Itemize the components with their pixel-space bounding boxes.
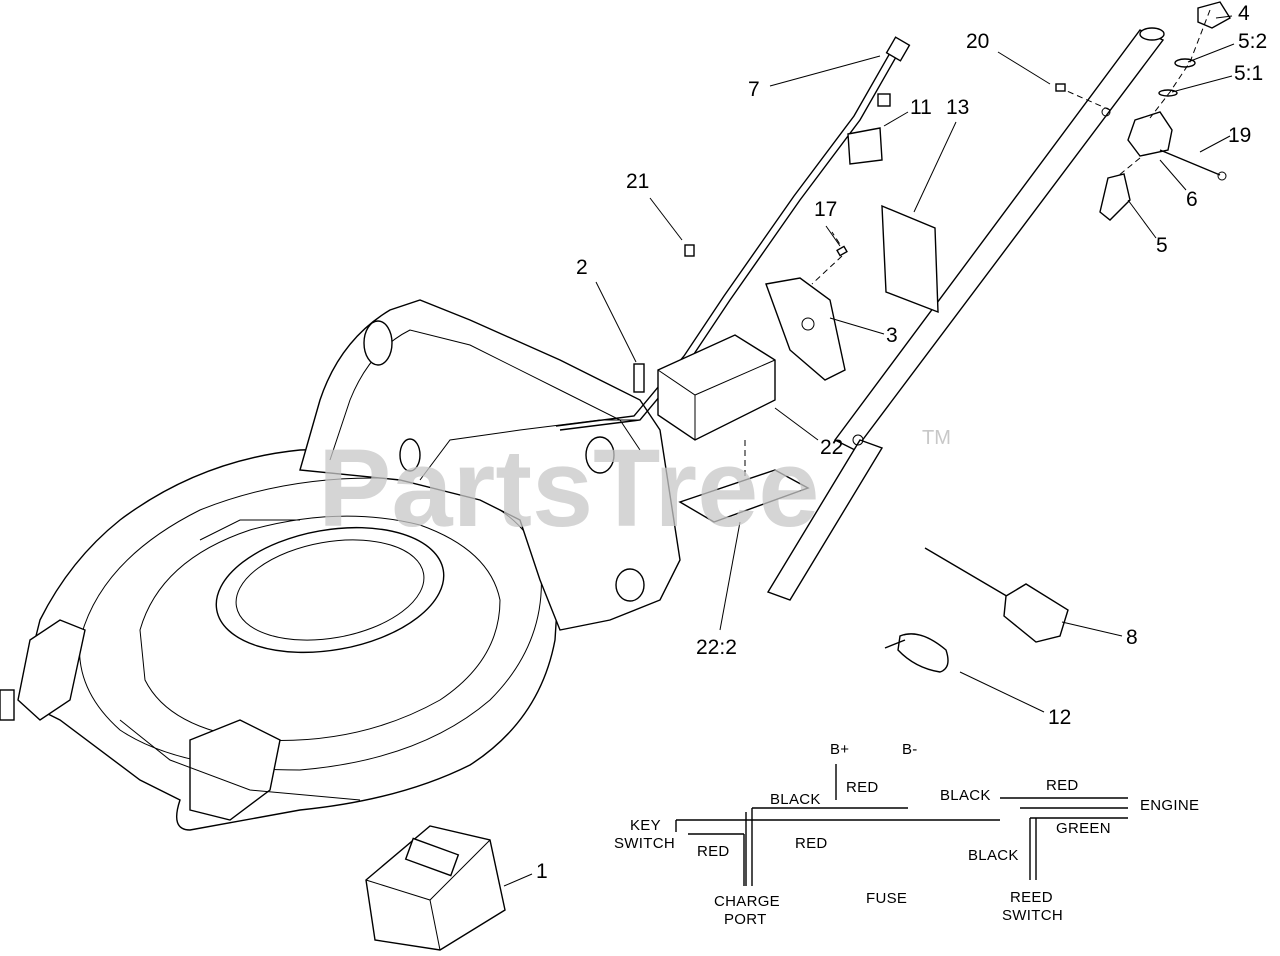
label-engine: ENGINE bbox=[1140, 797, 1199, 814]
label-red-right: RED bbox=[1046, 777, 1079, 794]
callout-11: 11 bbox=[910, 96, 932, 119]
label-reed: REED bbox=[1010, 889, 1053, 906]
callout-1: 1 bbox=[536, 860, 548, 883]
label-reed-switch: SWITCH bbox=[1002, 907, 1063, 924]
part-21-clip bbox=[684, 244, 695, 257]
label-fuse: FUSE bbox=[866, 890, 907, 907]
label-b-plus: B+ bbox=[830, 741, 849, 758]
callout-13: 13 bbox=[946, 96, 969, 119]
part-22-2-pad bbox=[678, 469, 810, 523]
mower-deck bbox=[0, 299, 681, 831]
label-key: KEY bbox=[630, 817, 661, 834]
part-12-clip bbox=[897, 633, 949, 673]
label-port: PORT bbox=[724, 911, 767, 928]
part-1-battery-box bbox=[365, 825, 506, 951]
part-6-housing bbox=[1127, 111, 1173, 157]
label-charge: CHARGE bbox=[714, 893, 780, 910]
callout-4: 4 bbox=[1238, 2, 1250, 25]
label-black-lower: BLACK bbox=[968, 847, 1019, 864]
part-2-bolt bbox=[633, 363, 645, 393]
part-13-decal bbox=[881, 204, 939, 314]
label-red-top: RED bbox=[846, 779, 879, 796]
wiring-schematic: B+ B- RED BLACK BLACK RED ENGINE KEY SWI… bbox=[614, 741, 1199, 928]
callout-3: 3 bbox=[886, 324, 898, 347]
leader-lines bbox=[503, 15, 1235, 887]
handle-assembly bbox=[766, 27, 1165, 601]
part-22-battery bbox=[657, 334, 776, 441]
label-green: GREEN bbox=[1056, 820, 1111, 837]
label-black-left: BLACK bbox=[770, 791, 821, 808]
part-4-key bbox=[1197, 1, 1231, 29]
callout-20: 20 bbox=[966, 30, 989, 53]
callout-8: 8 bbox=[1126, 626, 1138, 649]
part-20-nut bbox=[1055, 83, 1066, 92]
watermark-text: PartsTree bbox=[318, 427, 819, 550]
callout-7: 7 bbox=[748, 78, 760, 101]
callout-22: 22 bbox=[820, 436, 843, 459]
callout-17: 17 bbox=[814, 198, 837, 221]
callout-22-2: 22:2 bbox=[696, 636, 737, 659]
label-red-key: RED bbox=[697, 843, 730, 860]
callout-6: 6 bbox=[1186, 188, 1198, 211]
part-8-charger bbox=[924, 547, 1069, 643]
part-5-switch bbox=[1099, 173, 1131, 221]
label-black-right: BLACK bbox=[940, 787, 991, 804]
callout-numbers: 4 5:2 5:1 20 19 6 5 7 11 13 21 17 2 3 22… bbox=[536, 2, 1267, 883]
key-switch-parts bbox=[1099, 1, 1231, 221]
callout-19: 19 bbox=[1228, 124, 1251, 147]
callout-21: 21 bbox=[626, 170, 649, 193]
label-key-switch: SWITCH bbox=[614, 835, 675, 852]
label-b-minus: B- bbox=[902, 741, 918, 758]
callout-2: 2 bbox=[576, 256, 588, 279]
callout-12: 12 bbox=[1048, 706, 1071, 729]
watermark: PartsTree TM bbox=[318, 427, 951, 550]
callout-5: 5 bbox=[1156, 234, 1168, 257]
part-19-bolt bbox=[1217, 171, 1227, 181]
part-17-screw bbox=[836, 245, 848, 257]
watermark-tm: TM bbox=[922, 427, 951, 449]
callout-5-2: 5:2 bbox=[1238, 30, 1267, 53]
wire-harness bbox=[555, 36, 911, 431]
label-red-mid: RED bbox=[795, 835, 828, 852]
callout-5-1: 5:1 bbox=[1234, 62, 1263, 85]
